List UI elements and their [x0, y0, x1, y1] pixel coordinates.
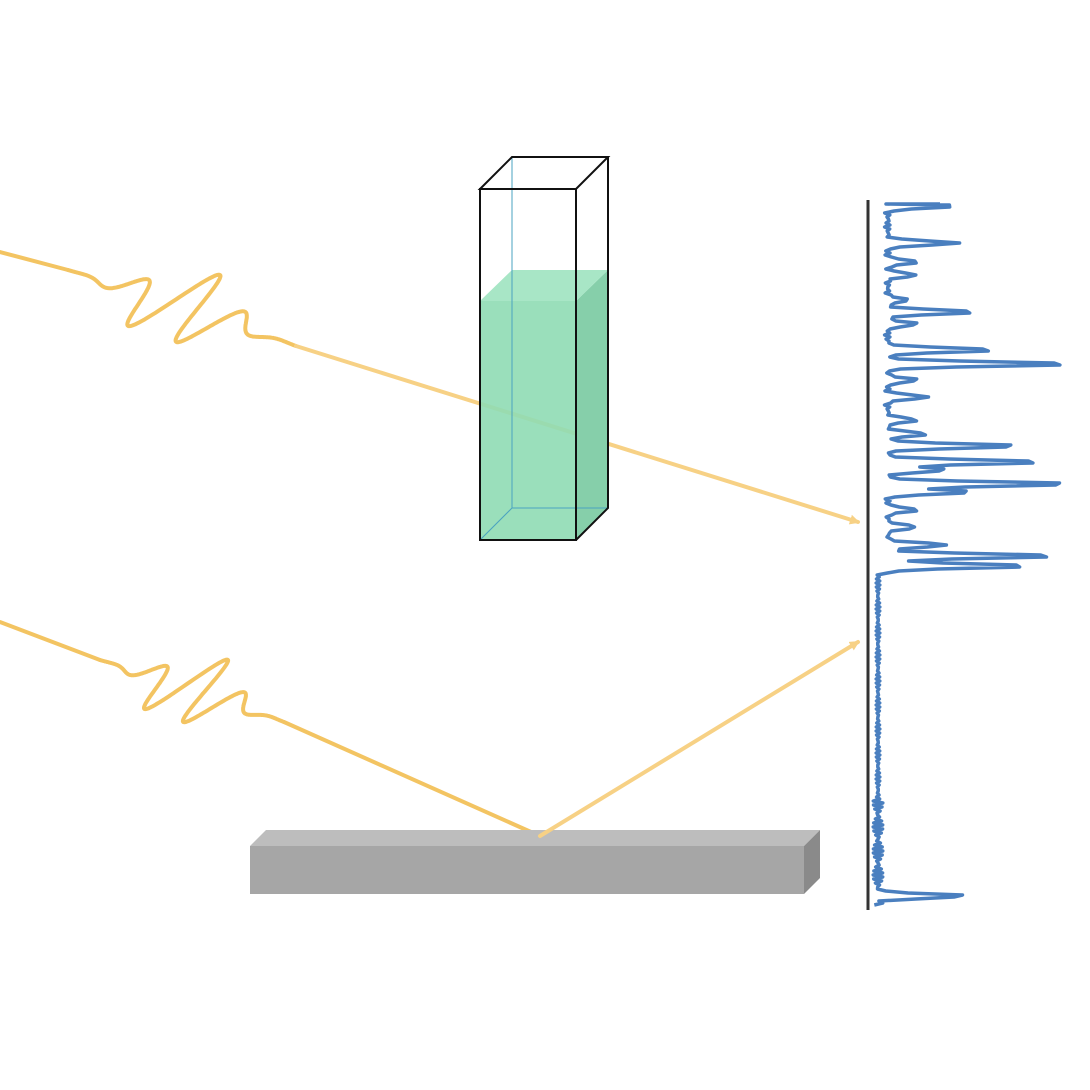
detector [866, 200, 1062, 910]
spectrum-trace [871, 202, 1062, 907]
cuvette-right-frame [575, 157, 609, 541]
upper-wave-packet [66, 268, 298, 348]
upper-beam-group [0, 250, 860, 525]
cuvette [477, 156, 611, 541]
substrate [250, 830, 820, 894]
lower-wave-packet [98, 657, 286, 725]
lower-beam-incident [282, 720, 542, 838]
liquid-front-face [480, 301, 576, 540]
cuvette-top-rim [477, 156, 611, 190]
liquid-side-face [576, 270, 608, 540]
cuvette-front-frame [479, 188, 577, 541]
cuvette-back-bottom-left-edge [479, 507, 513, 541]
upper-beam-tail [0, 250, 70, 272]
lower-beam-group [0, 620, 542, 838]
substrate-top-face [250, 830, 820, 846]
lower-beam-tail [0, 620, 102, 662]
substrate-side-face [804, 830, 820, 894]
lower-beam-reflected [538, 640, 860, 838]
substrate-front-face [250, 846, 804, 894]
